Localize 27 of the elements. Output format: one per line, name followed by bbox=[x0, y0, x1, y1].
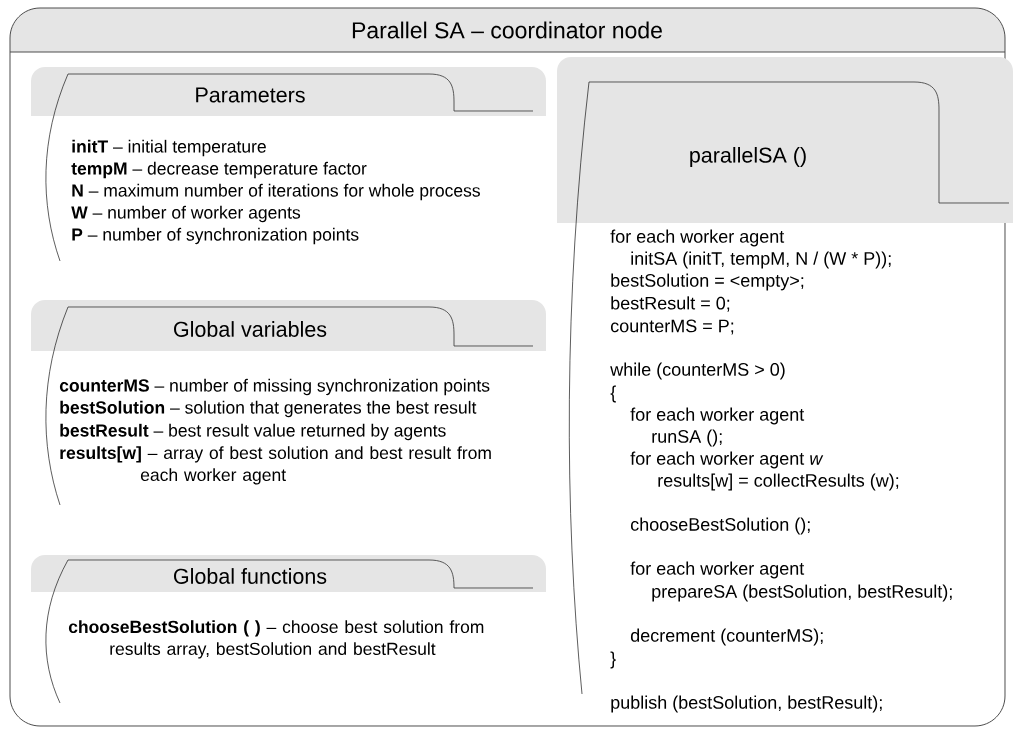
definition-text: chooseBestSolution ( ) – choose best solution from results array, bestSolution and bestResult bbox=[68, 620, 484, 659]
code-line: prepareSA (bestSolution, bestResult); bbox=[652, 584, 952, 602]
code-line: bestSolution = <empty>; bbox=[611, 273, 804, 291]
code-line: for each worker agent bbox=[630, 407, 805, 425]
definition-text: initT – initial temperature bbox=[72, 139, 266, 157]
code-line: for each worker agent w bbox=[630, 451, 824, 469]
definition-text: bestSolution – solution that generates the best result bbox=[60, 400, 477, 418]
code-line: bestResult = 0; bbox=[611, 296, 730, 312]
code-line: for each worker agent bbox=[610, 229, 785, 247]
code-line: while (counterMS > 0) bbox=[610, 362, 785, 380]
code-line: chooseBestSolution (); bbox=[630, 517, 810, 535]
definition-text: counterMS – number of missing synchronization points bbox=[59, 378, 490, 396]
code-line: results[w] = collectResults (w); bbox=[658, 473, 899, 491]
code-line: } bbox=[610, 651, 616, 669]
code-line: decrement (counterMS); bbox=[630, 628, 823, 646]
code-line: runSA (); bbox=[652, 429, 722, 447]
code-line: initSA (initT, tempM, N / (W * P)); bbox=[631, 251, 891, 269]
code-line: counterMS = P; bbox=[610, 319, 734, 335]
definition-text: results[w] – array of best solution and best result from each worker agent bbox=[60, 446, 491, 485]
code-line: for each worker agent bbox=[630, 561, 805, 579]
definition-text: N – maximum number of iterations for whole process bbox=[72, 183, 480, 201]
code-line: publish (bestSolution, bestResult); bbox=[611, 695, 882, 713]
definition-text: tempM – decrease temperature factor bbox=[71, 161, 367, 179]
definition-text: bestResult – best result value returned by agents bbox=[60, 423, 446, 441]
definition-text: P – number of synchronization points bbox=[72, 227, 359, 245]
code-line: { bbox=[610, 385, 616, 403]
definition-text: W – number of worker agents bbox=[71, 205, 301, 223]
